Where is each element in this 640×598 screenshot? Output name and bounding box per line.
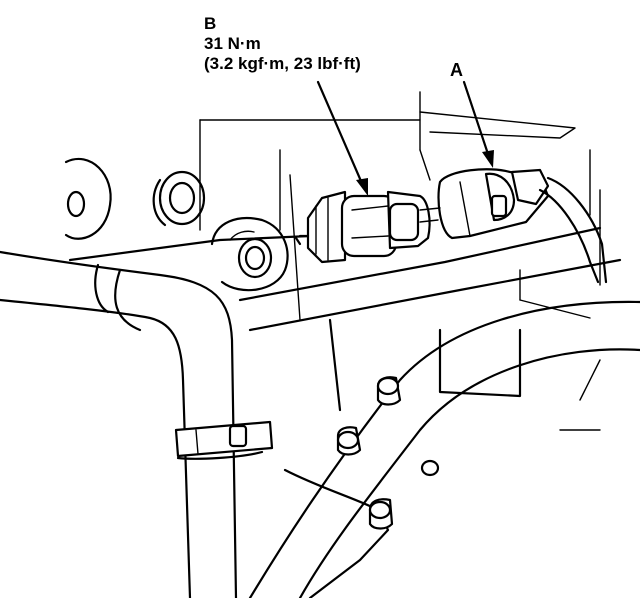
leader-arrow-b (316, 80, 368, 196)
engine-block-outline (68, 91, 622, 332)
mounting-boss-center (210, 216, 289, 292)
callout-a: A (450, 60, 463, 80)
hose-clamp (174, 420, 274, 460)
callout-a-letter: A (450, 60, 463, 80)
mounting-boss-left (64, 157, 206, 240)
callout-b-torque-alt: (3.2 kgf·m, 23 lbf·ft) (204, 54, 361, 73)
oil-pressure-switch (294, 190, 431, 264)
callout-b: B 31 N·m (3.2 kgf·m, 23 lbf·ft) (204, 14, 361, 74)
wiring-connector (419, 168, 550, 240)
coolant-hose (0, 250, 238, 598)
wire-harness (538, 176, 608, 284)
bolt-group (336, 376, 440, 530)
lower-bracket (248, 300, 640, 598)
callout-b-torque-nm: 31 N·m (204, 34, 261, 53)
leader-arrow-a (462, 80, 494, 168)
callout-b-letter: B (204, 14, 217, 33)
